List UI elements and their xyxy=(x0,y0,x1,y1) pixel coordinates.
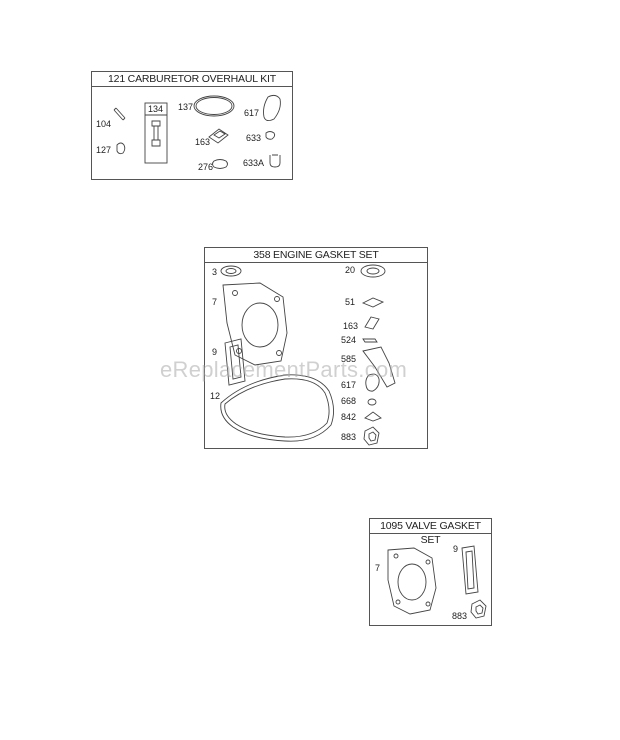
part-633-seal xyxy=(265,131,276,140)
part-134-box xyxy=(144,102,168,164)
part-9-gasket xyxy=(461,545,479,595)
part-51-gasket xyxy=(361,297,385,308)
part-7-cylinder-head-gasket xyxy=(222,282,288,366)
part-label-524: 524 xyxy=(341,335,356,345)
part-617-gasket xyxy=(365,373,380,392)
part-label-617: 617 xyxy=(341,380,356,390)
part-883-gasket xyxy=(470,599,487,619)
part-label-842: 842 xyxy=(341,412,356,422)
valve-gasket-set-box: 1095 VALVE GASKET SET 7 9 883 xyxy=(369,518,492,626)
part-585-intake-gasket xyxy=(362,346,396,388)
part-163-gasket xyxy=(364,316,380,330)
part-668-washer xyxy=(367,398,377,406)
part-104-pin xyxy=(113,107,126,121)
part-label-51: 51 xyxy=(345,297,355,307)
part-label-617: 617 xyxy=(244,108,259,118)
part-137-o-ring xyxy=(193,95,235,117)
part-label-3: 3 xyxy=(212,267,217,277)
part-label-9: 9 xyxy=(453,544,458,554)
engine-gasket-diagram: 3 7 9 12 20 51 163 524 585 617 xyxy=(210,264,396,446)
part-label-104: 104 xyxy=(96,119,111,129)
part-label-134: 134 xyxy=(148,104,163,114)
part-617-gasket xyxy=(263,94,281,122)
part-label-7: 7 xyxy=(375,563,380,573)
part-label-7: 7 xyxy=(212,297,217,307)
part-3-oil-seal xyxy=(220,265,242,277)
part-883-gasket xyxy=(363,426,380,446)
part-842-gasket xyxy=(364,411,382,422)
part-20-oil-seal xyxy=(360,264,386,278)
kit-title: 358 ENGINE GASKET SET xyxy=(205,248,427,263)
part-label-9: 9 xyxy=(212,347,217,357)
part-label-163: 163 xyxy=(343,321,358,331)
part-label-633A: 633A xyxy=(243,158,264,168)
engine-gasket-set-box: 358 ENGINE GASKET SET 3 7 9 12 20 51 163… xyxy=(204,247,428,449)
part-134-needle xyxy=(151,120,161,147)
kit-title: 121 CARBURETOR OVERHAUL KIT xyxy=(92,72,292,87)
part-label-20: 20 xyxy=(345,265,355,275)
part-label-668: 668 xyxy=(341,396,356,406)
part-label-633: 633 xyxy=(246,133,261,143)
valve-gasket-diagram: 7 9 883 xyxy=(375,544,487,621)
part-label-12: 12 xyxy=(210,391,220,401)
part-127-seal xyxy=(116,142,126,155)
part-label-137: 137 xyxy=(178,102,193,112)
part-7-cylinder-head-gasket xyxy=(387,547,437,615)
carburetor-overhaul-kit-box: 121 CARBURETOR OVERHAUL KIT 104 127 134 … xyxy=(91,71,293,180)
part-label-883: 883 xyxy=(452,611,467,621)
part-label-163: 163 xyxy=(195,137,210,147)
part-276-gasket xyxy=(212,159,228,169)
kit-title: 1095 VALVE GASKET SET xyxy=(370,519,491,546)
carburetor-kit-diagram: 104 127 134 137 163 276 617 633 633A xyxy=(96,94,281,172)
part-524-gasket xyxy=(362,338,378,343)
part-label-883: 883 xyxy=(341,432,356,442)
part-label-127: 127 xyxy=(96,145,111,155)
part-12-crankcase-gasket xyxy=(220,374,334,442)
part-633A-cup xyxy=(269,154,281,168)
part-label-585: 585 xyxy=(341,354,356,364)
part-163-gasket xyxy=(208,128,229,144)
part-9-gasket xyxy=(224,338,246,386)
part-label-276: 276 xyxy=(198,162,213,172)
